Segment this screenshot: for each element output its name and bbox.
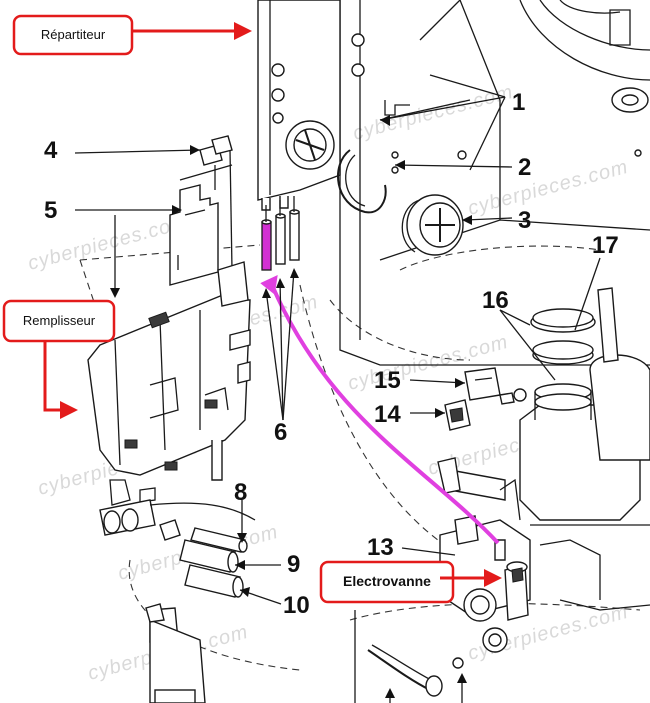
part-number-14: 14 [374, 401, 401, 428]
part-number-6: 6 [274, 419, 287, 446]
arrow-right-icon [60, 401, 78, 419]
part-number-8: 8 [234, 479, 247, 506]
part-5-bracket [169, 184, 219, 286]
parts-8-9-10 [179, 527, 248, 598]
part-number-4: 4 [44, 137, 58, 164]
callout-label: Remplisseur [23, 313, 96, 328]
callout-box [319, 560, 455, 604]
part-number-1: 1 [512, 89, 525, 116]
part-number-15: 15 [374, 367, 401, 394]
part-4-clip [179, 135, 233, 271]
part-number-10: 10 [283, 592, 310, 619]
callout-box [12, 14, 134, 56]
callout-label: Répartiteur [41, 27, 106, 42]
callout-electrovanne: Electrovanne [319, 560, 502, 604]
part-number-17: 17 [592, 232, 619, 259]
ring-parts [337, 149, 464, 256]
part-number-13: 13 [367, 534, 394, 561]
bottom-hose [354, 610, 464, 703]
part-number-5: 5 [44, 197, 57, 224]
part-number-2: 2 [518, 154, 531, 181]
watermark-text: cyberpieces.com [466, 156, 631, 220]
part-number-3: 3 [518, 207, 531, 234]
callout-label: Electrovanne [343, 573, 431, 589]
machine-body [339, 0, 650, 366]
tank-assembly [499, 287, 650, 526]
parts-14-15 [437, 367, 527, 501]
callout-box [2, 299, 116, 343]
part-6-tubes [261, 196, 300, 271]
flow-arrow [260, 275, 500, 545]
highlighted-tube [261, 221, 272, 271]
remplisseur-part [87, 261, 251, 506]
arrow-right-icon [234, 22, 252, 40]
part-numbers: 1 2 3 4 5 6 8 9 10 13 14 15 16 17 [44, 89, 619, 619]
part-number-16: 16 [482, 287, 509, 314]
arrow-right-icon [484, 569, 502, 587]
electrovanne-part [439, 515, 650, 653]
repartiteur-part [257, 0, 341, 211]
black-arrowheads [110, 115, 472, 698]
watermark-text: cyberpieces.com [351, 81, 516, 145]
part-number-9: 9 [287, 551, 300, 578]
callout-repartiteur: Répartiteur [12, 14, 252, 56]
callout-remplisseur: Remplisseur [2, 299, 116, 419]
hose-connectors [99, 499, 256, 703]
